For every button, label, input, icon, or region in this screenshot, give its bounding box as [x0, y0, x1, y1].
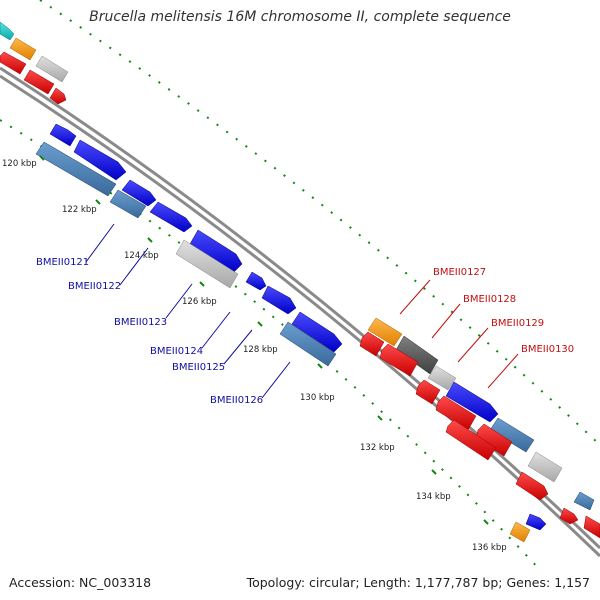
- map-title: Brucella melitensis 16M chromosome II, c…: [89, 9, 511, 25]
- gene-label-BMEII0128: BMEII0128: [463, 294, 516, 305]
- topology-value: circular;: [309, 575, 360, 590]
- kbp-label-126: 126 kbp: [182, 297, 217, 307]
- gene-cyan: [0, 21, 15, 41]
- genes-label: Genes:: [506, 575, 551, 590]
- gene-red-top-3: [49, 87, 67, 105]
- tick-ring-outer: [39, 0, 600, 446]
- kbp-label-128: 128 kbp: [243, 345, 278, 355]
- kbp-label-120: 120 kbp: [2, 159, 37, 169]
- gene-red-top-1: [0, 51, 27, 75]
- forward-genes: [49, 123, 547, 531]
- gene-label-BMEII0127: BMEII0127: [433, 267, 486, 278]
- gene-orange-top: [9, 37, 37, 61]
- gene-label-BMEII0125: BMEII0125: [172, 362, 225, 373]
- grey-genes: [175, 239, 563, 483]
- reverse-genes: [359, 331, 600, 539]
- backbone-inner: [0, 74, 600, 558]
- backbone-outer: [0, 66, 600, 550]
- kbp-label-130: 130 kbp: [300, 393, 335, 403]
- gene-label-BMEII0121: BMEII0121: [36, 257, 89, 268]
- gene-label-BMEII0123: BMEII0123: [114, 317, 167, 328]
- length-label: Length:: [363, 575, 411, 590]
- accession-value: NC_003318: [79, 575, 152, 590]
- length-value: 1,177,787 bp;: [414, 575, 503, 590]
- orange-genes: [367, 317, 531, 543]
- accession-info: Accession: NC_003318: [9, 575, 151, 590]
- kbp-label-136: 136 kbp: [472, 543, 507, 553]
- accession-label: Accession:: [9, 575, 76, 590]
- genes-value: 1,157: [554, 575, 590, 590]
- sequence-info: Topology: circular; Length: 1,177,787 bp…: [247, 575, 590, 590]
- gene-label-BMEII0129: BMEII0129: [491, 318, 544, 329]
- red-leader-lines: [399, 279, 519, 389]
- blue-leader-lines: [85, 223, 291, 399]
- gene-label-BMEII0126: BMEII0126: [210, 395, 263, 406]
- kbp-ticks: [39, 155, 489, 525]
- gene-red-top-2: [23, 69, 55, 95]
- forward-genes-right: [445, 381, 499, 423]
- forward-genes-steel: [35, 141, 595, 511]
- gene-dark-grey: [395, 335, 439, 375]
- kbp-label-132: 132 kbp: [360, 443, 395, 453]
- kbp-label-122: 122 kbp: [62, 205, 97, 215]
- kbp-label-134: 134 kbp: [416, 492, 451, 502]
- gene-grey-top: [35, 55, 69, 83]
- topology-label: Topology:: [246, 575, 306, 590]
- gene-label-BMEII0122: BMEII0122: [68, 281, 121, 292]
- gene-label-BMEII0130: BMEII0130: [521, 344, 574, 355]
- gene-label-BMEII0124: BMEII0124: [150, 346, 203, 357]
